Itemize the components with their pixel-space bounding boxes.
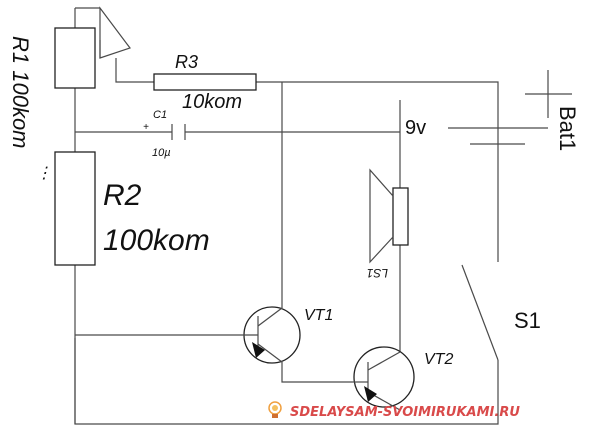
r2-resistor: R2 100kom bbox=[54, 151, 210, 266]
r1-dots: ⋮ bbox=[36, 165, 52, 182]
wires bbox=[74, 7, 499, 425]
switch-s1: S1 bbox=[461, 264, 541, 361]
c1-label-top: C1 bbox=[153, 109, 167, 121]
battery-label: Bat1 bbox=[555, 106, 580, 151]
r1-label: R1 100kom bbox=[8, 36, 33, 149]
lightbulb-icon bbox=[268, 401, 282, 418]
speaker-label: LS1 bbox=[367, 266, 388, 280]
switch-label: S1 bbox=[514, 308, 541, 333]
r3-label-bottom: 10kom bbox=[182, 91, 242, 113]
c1-polarity: + bbox=[143, 122, 149, 133]
watermark: SDELAYSAM-SVOIMIRUKAMI.RU bbox=[268, 401, 520, 420]
transistor-vt1: VT1 bbox=[240, 306, 333, 364]
r3-resistor: R3 10kom bbox=[153, 52, 257, 113]
r2-label-bottom: 100kom bbox=[103, 224, 210, 257]
watermark-text: SDELAYSAM-SVOIMIRUKAMI.RU bbox=[290, 405, 520, 420]
r1-potentiometer: R1 100kom ⋮ bbox=[8, 6, 131, 182]
c1-label-bottom: 10µ bbox=[152, 147, 171, 159]
vt2-label: VT2 bbox=[424, 351, 453, 368]
r2-label-top: R2 bbox=[103, 179, 142, 212]
r3-label-top: R3 bbox=[175, 52, 198, 72]
transistor-vt2: VT2 bbox=[352, 346, 453, 411]
speaker-ls1: LS1 bbox=[367, 168, 409, 280]
battery: 9v Bat1 bbox=[405, 70, 580, 151]
battery-voltage: 9v bbox=[405, 117, 426, 139]
vt1-label: VT1 bbox=[304, 307, 333, 324]
c1-capacitor: + C1 10µ bbox=[143, 109, 186, 159]
